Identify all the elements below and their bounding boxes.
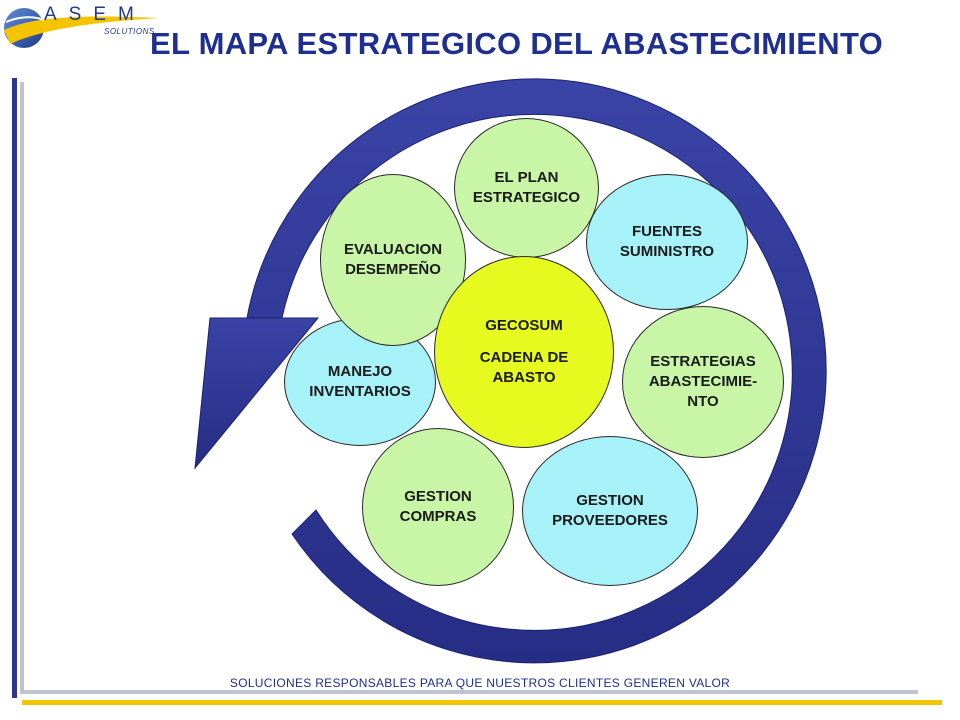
node-plan-line2: ESTRATEGICO <box>472 189 581 206</box>
node-compras-line2: COMPRAS <box>399 508 477 525</box>
node-plan-estrategico: EL PLAN ESTRATEGICO <box>454 118 599 258</box>
node-center-gecosum: GECOSUM CADENA DE ABASTO <box>434 256 614 448</box>
node-estrategias-line2: ABASTECIMIE- <box>648 372 758 390</box>
node-estrategias-line1: ESTRATEGIAS <box>650 352 756 370</box>
node-evaluacion-line2: DESEMPEÑO <box>345 261 441 278</box>
node-fuentes-line1: FUENTES <box>631 222 702 240</box>
page-title: EL MAPA ESTRATEGICO DEL ABASTECIMIENTO <box>150 26 884 61</box>
node-estrategias-abastecimiento: ESTRATEGIAS ABASTECIMIE- NTO <box>622 306 784 458</box>
logo-brand: ASEM <box>44 4 146 25</box>
center-line1: CADENA DE <box>479 348 569 366</box>
node-inventarios-line2: INVENTARIOS <box>309 383 411 400</box>
node-compras-line1: GESTION <box>404 487 472 505</box>
node-inventarios-line1: MANEJO <box>327 362 393 380</box>
center-title: GECOSUM <box>485 316 563 334</box>
logo-subtitle: SOLUTIONS <box>104 27 155 36</box>
node-plan-line1: EL PLAN <box>494 168 559 186</box>
node-proveedores-line2: PROVEEDORES <box>552 512 668 529</box>
node-fuentes-line2: SUMINISTRO <box>619 243 715 260</box>
node-evaluacion-line1: EVALUACION <box>343 240 443 258</box>
globe-swoosh-icon <box>4 8 160 48</box>
center-line2: ABASTO <box>492 369 556 387</box>
footer-slogan: SOLUCIONES RESPONSABLES PARA QUE NUESTRO… <box>229 676 731 690</box>
node-proveedores-line1: GESTION <box>576 491 644 509</box>
node-estrategias-line3: NTO <box>687 393 719 411</box>
node-gestion-proveedores: GESTION PROVEEDORES <box>522 436 698 586</box>
node-fuentes-suministro: FUENTES SUMINISTRO <box>586 174 748 310</box>
node-gestion-compras: GESTION COMPRAS <box>362 428 514 586</box>
asem-logo: ASEM SOLUTIONS <box>0 0 170 58</box>
